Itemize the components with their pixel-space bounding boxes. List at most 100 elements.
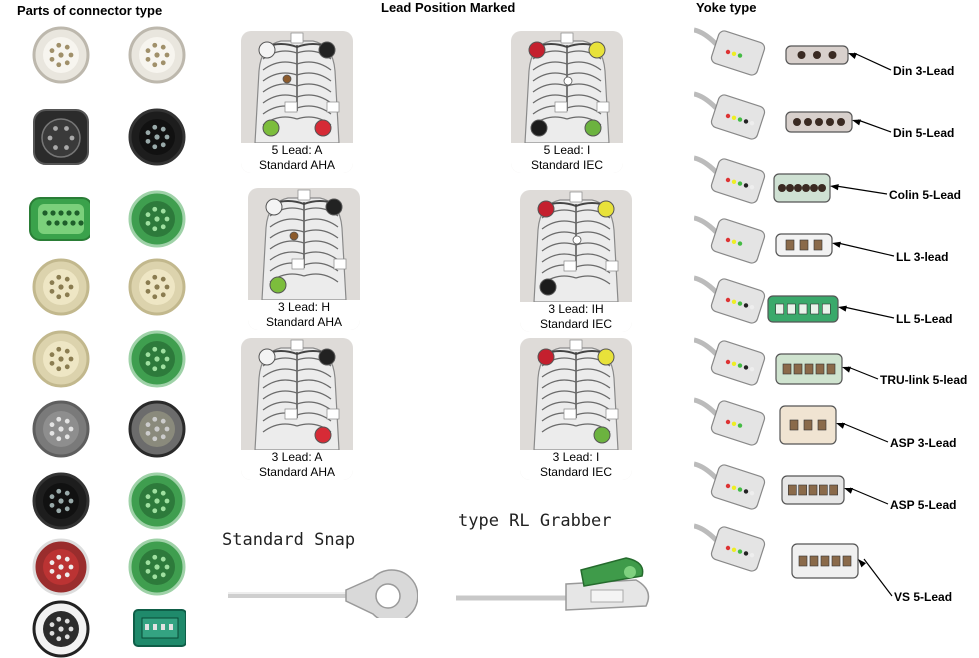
yoke-label: Colin 5-Lead [889,188,962,202]
yoke-label: TRU-link 5-lead [880,373,968,387]
chest-diagram [533,339,619,450]
connector-types-heading: Parts of connector type [17,3,163,18]
electrode-c [563,76,573,86]
connector-6-left [32,400,90,458]
connector-2-left [33,109,89,165]
chest-diagram [254,32,340,143]
yoke-image [694,275,766,324]
lead-caption-line1: 3 Lead: IH [548,302,604,316]
yoke-image [694,27,766,76]
lead-caption-line2: Standard IEC [530,158,604,172]
connector-9-left [32,600,90,658]
yoke-label: ASP 3-Lead [890,436,957,450]
yoke-plug-image [781,475,845,505]
yoke-plug-image [785,111,853,133]
yoke-label: Din 5-Lead [893,126,955,140]
electrode-la [318,348,336,366]
lead-position-heading: Lead Position Marked [381,0,516,15]
yoke-type-heading: Yoke type [696,0,757,15]
chest-diagram [261,189,347,300]
electrode-l [588,41,606,59]
lead-caption-line2: Standard IEC [539,317,613,331]
connector-5-right [128,330,186,388]
electrode-ra [265,198,283,216]
electrode-n [530,119,548,137]
electrode-n [539,278,557,296]
chest-diagram [524,32,610,143]
electrode-la [318,41,336,59]
yoke-image [694,397,766,446]
electrode-c [572,235,582,245]
electrode-r [537,200,555,218]
lead-caption-line1: 3 Lead: I [552,450,600,464]
electrode-ll [314,426,332,444]
standard-snap-image [228,569,418,618]
rl-grabber-image [456,557,650,611]
connector-3-left [29,197,90,241]
connector-7-left [32,472,90,530]
rl-grabber-label: type RL Grabber [458,511,612,531]
lead-caption-line1: 5 Lead: I [543,143,591,157]
lead-caption-line1: 3 Lead: A [271,450,323,464]
yoke-image [694,155,766,204]
lead-caption-line2: Standard AHA [265,315,343,329]
electrode-ll [314,119,332,137]
yoke-plug-image [785,45,849,65]
connector-1-left [32,26,90,84]
connector-6-right [128,400,186,458]
electrode-v [282,74,292,84]
yoke-label: LL 3-lead [896,250,949,264]
yoke-plug-image [773,173,831,203]
electrode-la [325,198,343,216]
connector-1-right [128,26,186,84]
yoke-plug-image [775,233,833,257]
connector-5-left [32,330,90,388]
electrode-f [593,426,611,444]
electrode-r [528,41,546,59]
yoke-image [694,523,766,572]
yoke-image [694,215,766,264]
electrode-l [597,200,615,218]
connector-4-right [128,258,186,316]
electrode-r [537,348,555,366]
electrode-v [289,231,299,241]
yoke-label: LL 5-Lead [896,312,953,326]
electrode-ra [258,348,276,366]
lead-caption-line2: Standard AHA [258,158,336,172]
lead-caption-line2: Standard AHA [258,465,336,479]
yoke-label: Din 3-Lead [893,64,955,78]
lead-caption-line1: 3 Lead: H [277,300,331,314]
connector-2-right [128,108,186,166]
yoke-plug-image [775,353,843,385]
yoke-label: VS 5-Lead [894,590,953,604]
yoke-plug-image [767,295,839,323]
yoke-image [694,337,766,386]
connector-8-right [128,538,186,596]
electrode-rl [262,119,280,137]
lead-caption-line1: 5 Lead: A [271,143,323,157]
connector-4-left [32,258,90,316]
standard-snap-label: Standard Snap [222,530,356,550]
yoke-plug-image [779,405,837,445]
electrode-f [584,119,602,137]
connector-7-right [128,472,186,530]
yoke-label: ASP 5-Lead [890,498,957,512]
yoke-image [694,461,766,510]
chest-diagram [533,191,619,302]
electrode-rl [269,276,287,294]
yoke-image [694,91,766,140]
connector-8-left [32,538,90,596]
connector-9-right [133,609,186,647]
electrode-l [597,348,615,366]
